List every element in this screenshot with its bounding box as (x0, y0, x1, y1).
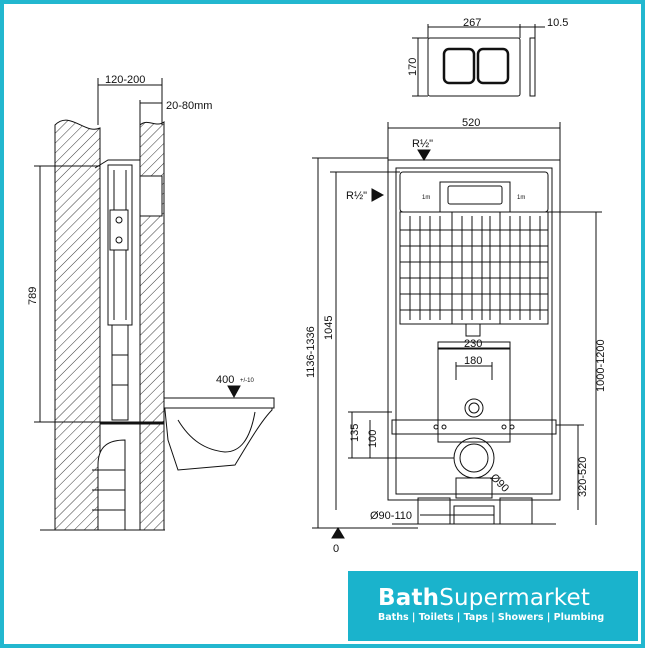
brand-name-regular: Supermarket (439, 585, 591, 611)
dim-pipe-diameter: Ø90 (488, 472, 511, 495)
dim-100: 100 (367, 430, 379, 448)
brand-logo: BathSupermarket (378, 585, 590, 611)
brand-banner: BathSupermarket Baths | Toilets | Taps |… (348, 571, 638, 641)
dim-inlet-top: R½" (412, 138, 433, 150)
dim-left-height: 789 (27, 287, 39, 305)
side-view (34, 78, 275, 531)
dim-135: 135 (349, 424, 361, 442)
tank-label-1: 1m (422, 195, 430, 201)
dim-bottom-pipe: Ø90-110 (370, 510, 412, 522)
dim-180: 180 (464, 355, 482, 367)
dim-1000-1200: 1000-1200 (595, 339, 607, 392)
brand-tagline: Baths | Toilets | Taps | Showers | Plumb… (378, 612, 605, 623)
front-view (312, 122, 602, 539)
brand-name-bold: Bath (378, 585, 440, 611)
dim-gap: 20-80mm (166, 100, 212, 112)
dim-floor-zero: 0 (333, 543, 339, 555)
dim-230: 230 (464, 338, 482, 350)
dim-plate-height: 170 (407, 58, 419, 76)
dim-plate-depth: 10.5 (547, 17, 568, 29)
dim-plate-width: 267 (463, 17, 481, 29)
dim-wall-depth: 120-200 (105, 74, 145, 86)
dim-total-height: 1136-1336 (305, 326, 317, 378)
dim-inlet-side: R½" (346, 190, 367, 202)
dim-bowl-tolerance: +/-10 (240, 378, 255, 384)
dim-bowl-height: 400 (216, 374, 234, 386)
flush-plate (412, 24, 545, 97)
dim-frame-width: 520 (462, 117, 480, 129)
tank-label-2: 1m (517, 195, 525, 201)
dim-1045: 1045 (323, 316, 335, 340)
dim-320-520: 320-520 (577, 457, 589, 497)
